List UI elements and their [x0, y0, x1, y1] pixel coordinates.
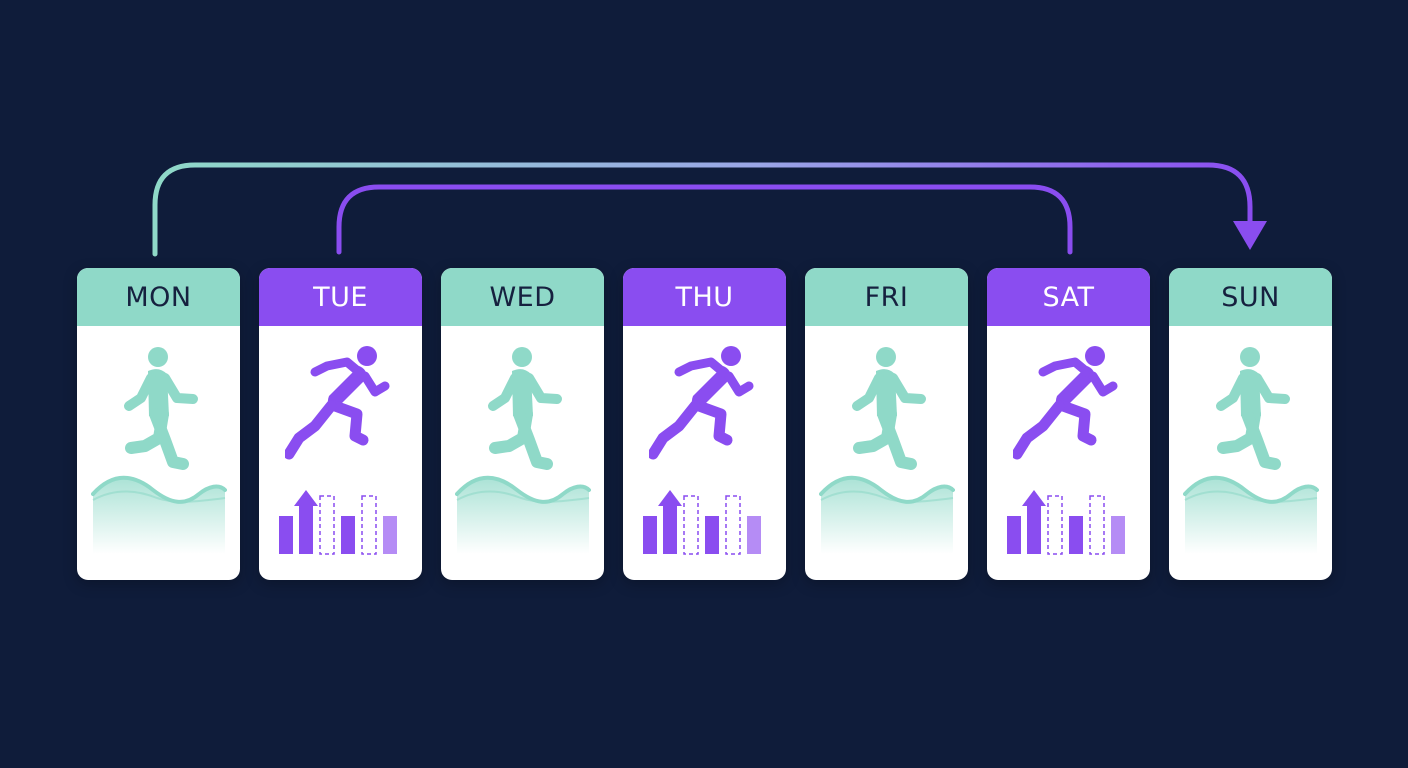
- arrowhead-icon: [1233, 221, 1267, 250]
- day-card-tue: TUE: [259, 268, 422, 580]
- wave-chart: [455, 474, 591, 564]
- jogging-runner-icon: [831, 344, 943, 474]
- sprinting-runner-icon: [283, 344, 397, 474]
- wave-chart: [91, 474, 227, 564]
- day-card-mon: MON: [77, 268, 240, 580]
- day-label: THU: [623, 268, 786, 326]
- connector-tue-sat: [336, 184, 1073, 255]
- day-card-sun: SUN: [1169, 268, 1332, 580]
- day-label: SAT: [987, 268, 1150, 326]
- jogging-runner-icon: [467, 344, 579, 474]
- day-card-fri: FRI: [805, 268, 968, 580]
- day-card-sat: SAT: [987, 268, 1150, 580]
- day-card-thu: THU: [623, 268, 786, 580]
- day-card-wed: WED: [441, 268, 604, 580]
- day-label: SUN: [1169, 268, 1332, 326]
- day-label: TUE: [259, 268, 422, 326]
- sprinting-runner-icon: [647, 344, 761, 474]
- jogging-runner-icon: [103, 344, 215, 474]
- interval-bars: [637, 474, 773, 564]
- interval-bars: [273, 474, 409, 564]
- wave-chart: [819, 474, 955, 564]
- wave-chart: [1183, 474, 1319, 564]
- connector-mon-sun: [152, 162, 1253, 257]
- day-label: MON: [77, 268, 240, 326]
- interval-bars: [1001, 474, 1137, 564]
- day-label: WED: [441, 268, 604, 326]
- jogging-runner-icon: [1195, 344, 1307, 474]
- sprinting-runner-icon: [1011, 344, 1125, 474]
- day-label: FRI: [805, 268, 968, 326]
